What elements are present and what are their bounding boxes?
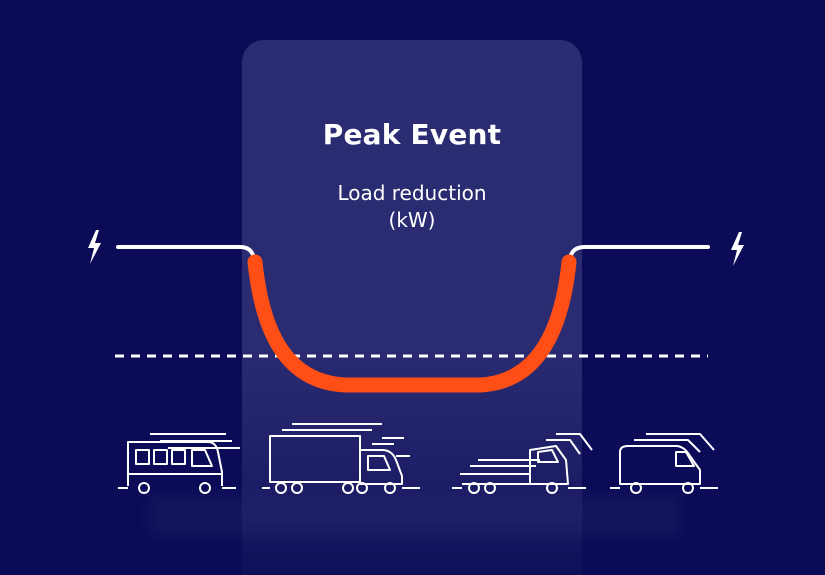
peak-event-title: Peak Event — [322, 118, 502, 151]
load-reduction-line1: Load reduction — [337, 181, 487, 205]
van-icon — [610, 433, 718, 494]
flatbed-truck-icon — [452, 433, 593, 494]
bus-icon — [118, 433, 240, 494]
lightning-bolt-icon — [88, 230, 101, 264]
peak-event-panel — [242, 40, 582, 575]
baseline-load-line-right — [569, 245, 710, 257]
box-truck-icon — [262, 423, 420, 494]
load-reduction-label: Load reduction (kW) — [242, 180, 582, 234]
load-reduction-unit: (kW) — [388, 208, 436, 232]
load-reduction-curve — [247, 254, 577, 393]
baseline-load-line-left — [116, 245, 255, 257]
lightning-bolt-icon — [731, 232, 744, 266]
